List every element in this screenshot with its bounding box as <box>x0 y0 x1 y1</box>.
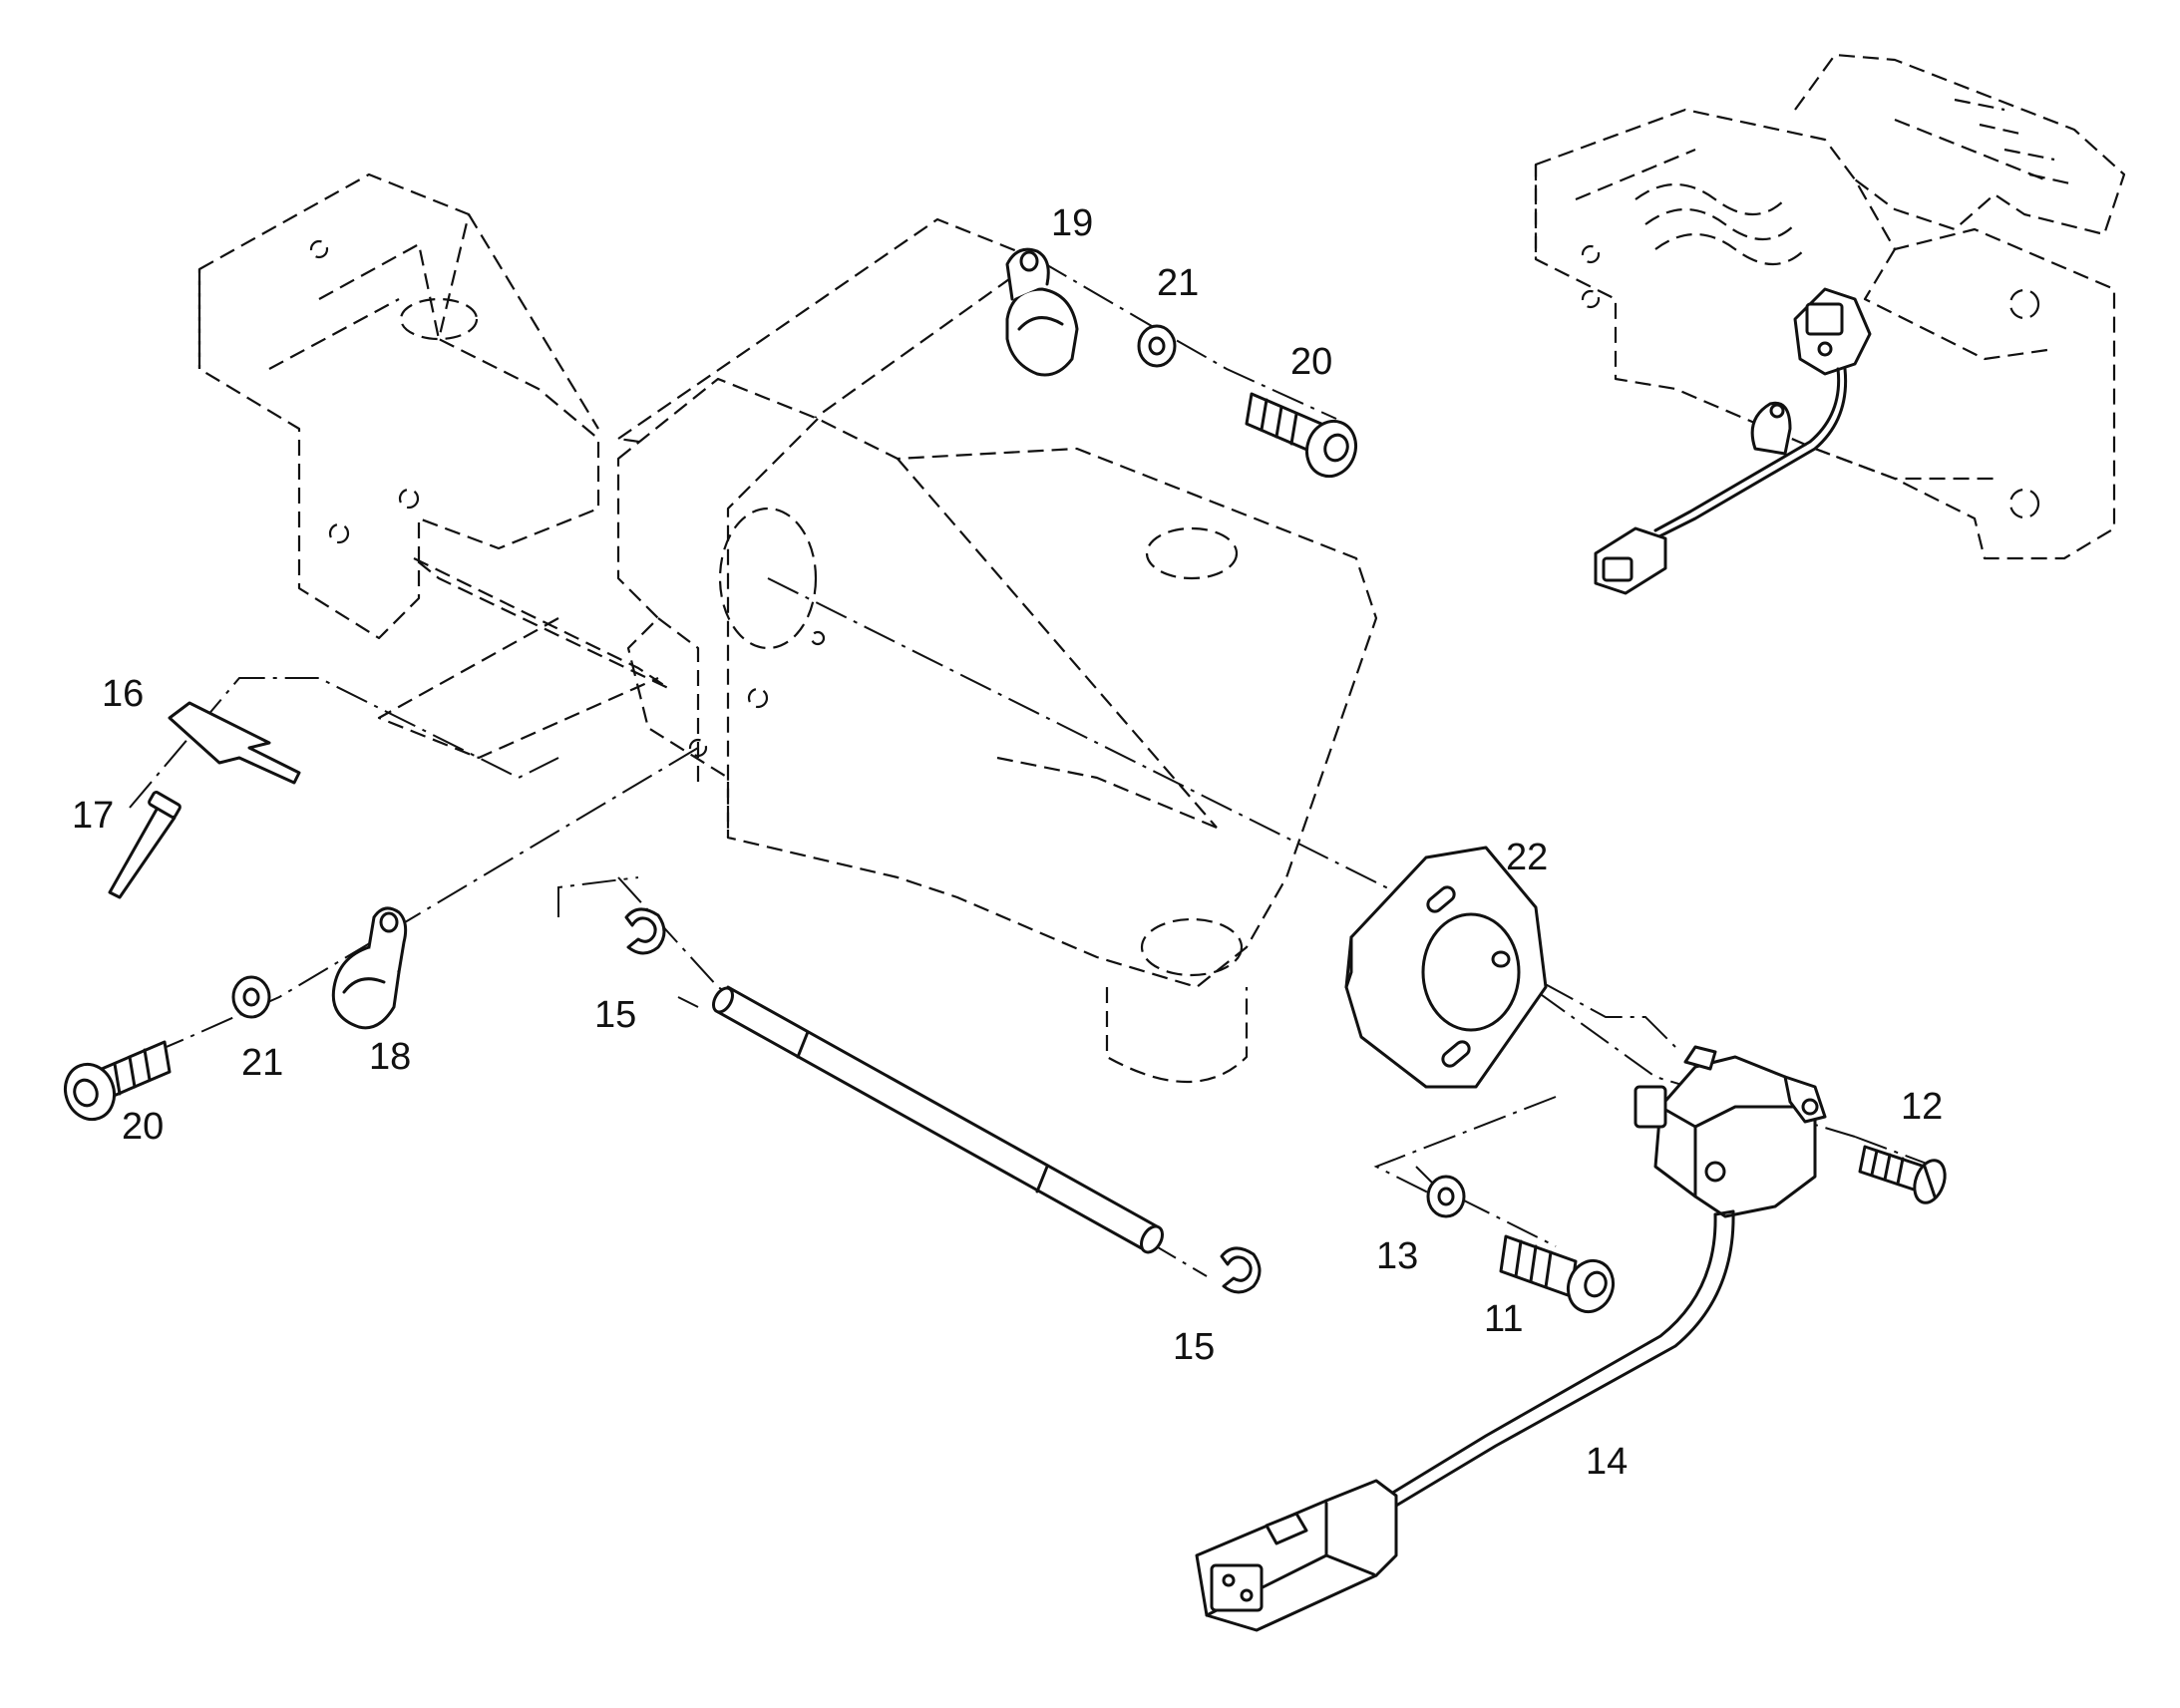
callout-21-left: 21 <box>241 1042 283 1084</box>
callout-labels: 11 12 13 14 15 15 16 17 18 19 20 20 21 2… <box>72 202 1943 1483</box>
adapter-plate-22 <box>1344 846 1548 1089</box>
callout-11: 11 <box>1484 1298 1523 1340</box>
callout-17: 17 <box>72 795 114 837</box>
screw-20-left <box>63 1040 172 1122</box>
washer-21-left <box>231 975 271 1019</box>
sensor-harness-14 <box>1389 1045 1827 1508</box>
pin-17 <box>108 791 182 899</box>
retaining-ring-15-lower <box>1220 1246 1262 1294</box>
assembled-view <box>1534 53 2126 595</box>
callout-12: 12 <box>1901 1086 1943 1128</box>
screw-12 <box>1858 1145 1947 1204</box>
callout-13: 13 <box>1376 1235 1418 1277</box>
screw-20-right <box>1245 392 1358 479</box>
callout-22: 22 <box>1506 837 1548 878</box>
bracket-housing-phantom <box>197 172 1378 1083</box>
callout-14: 14 <box>1586 1441 1628 1483</box>
tab-16 <box>168 701 301 785</box>
cable-clamp-18 <box>331 906 408 1030</box>
callout-20-right: 20 <box>1290 341 1332 383</box>
callout-19: 19 <box>1051 202 1093 244</box>
washer-13 <box>1426 1175 1466 1218</box>
pivot-shaft <box>712 985 1164 1254</box>
callout-21-right: 21 <box>1157 262 1199 304</box>
harness-connector <box>1195 1479 1398 1632</box>
callout-15-lower: 15 <box>1173 1326 1215 1368</box>
callout-15-upper: 15 <box>594 994 636 1036</box>
washer-21-right <box>1137 324 1177 368</box>
cable-clamp-19 <box>1005 247 1079 377</box>
callout-16: 16 <box>102 673 144 715</box>
retaining-ring-15-upper <box>624 907 666 955</box>
screw-11 <box>1499 1234 1616 1314</box>
callout-18: 18 <box>369 1036 411 1078</box>
callout-20-left: 20 <box>122 1106 164 1148</box>
